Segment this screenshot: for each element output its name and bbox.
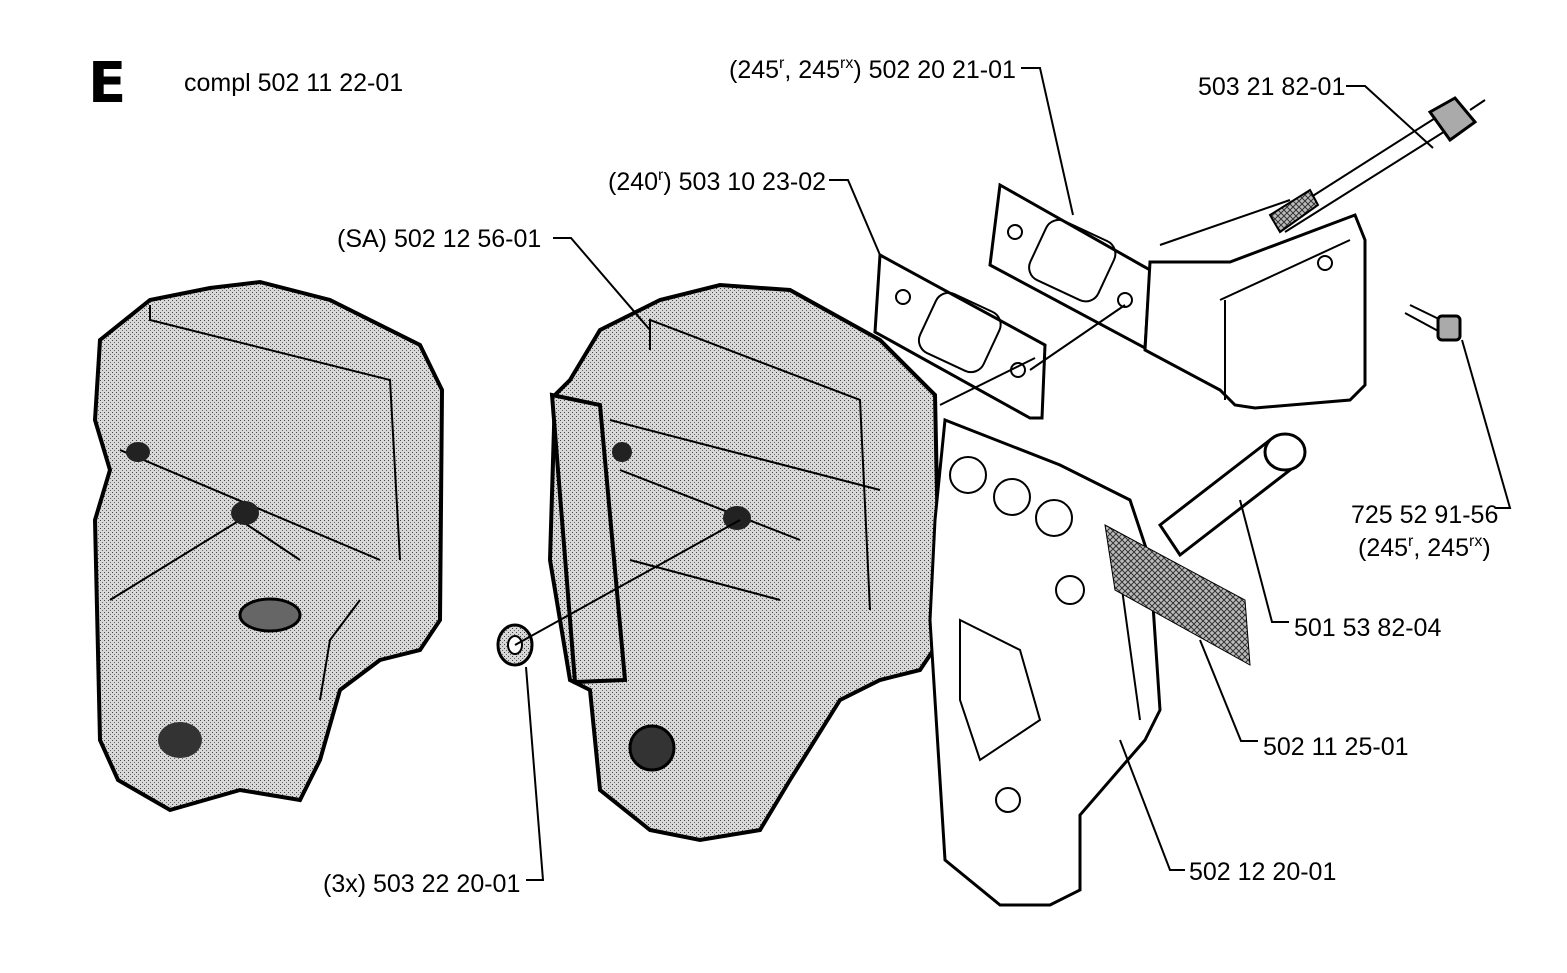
long-screw [1268,96,1486,234]
section-letter: E [88,51,126,116]
label-long-screw: 503 21 82-01 [1198,73,1345,101]
complete-assembly-label: compl 502 11 22-01 [184,69,403,97]
leader-lines [514,67,1512,881]
small-screw [1404,304,1462,342]
pin [1157,432,1307,558]
label-small-screw-variant: (245r, 245rx) [1358,533,1491,562]
label-gasket-240: (240r) 503 10 23-02 [608,167,826,196]
screen [1104,524,1251,666]
bracket [1143,213,1367,410]
gasket-245 [988,182,1152,351]
muffler-assembled-left [92,279,445,813]
label-nut: (3x) 503 22 20-01 [323,870,520,898]
label-small-screw: 725 52 91-56 [1351,501,1498,529]
muffler-sa [547,282,943,843]
label-plate: 502 12 20-01 [1189,858,1336,886]
label-gasket-245: (245r, 245rx) 502 20 21-01 [729,55,1016,84]
mounting-plate [928,417,1162,907]
label-muffler-sa: (SA) 502 12 56-01 [337,225,541,253]
label-screen: 502 11 25-01 [1263,733,1409,761]
label-pin: 501 53 82-04 [1294,614,1441,642]
